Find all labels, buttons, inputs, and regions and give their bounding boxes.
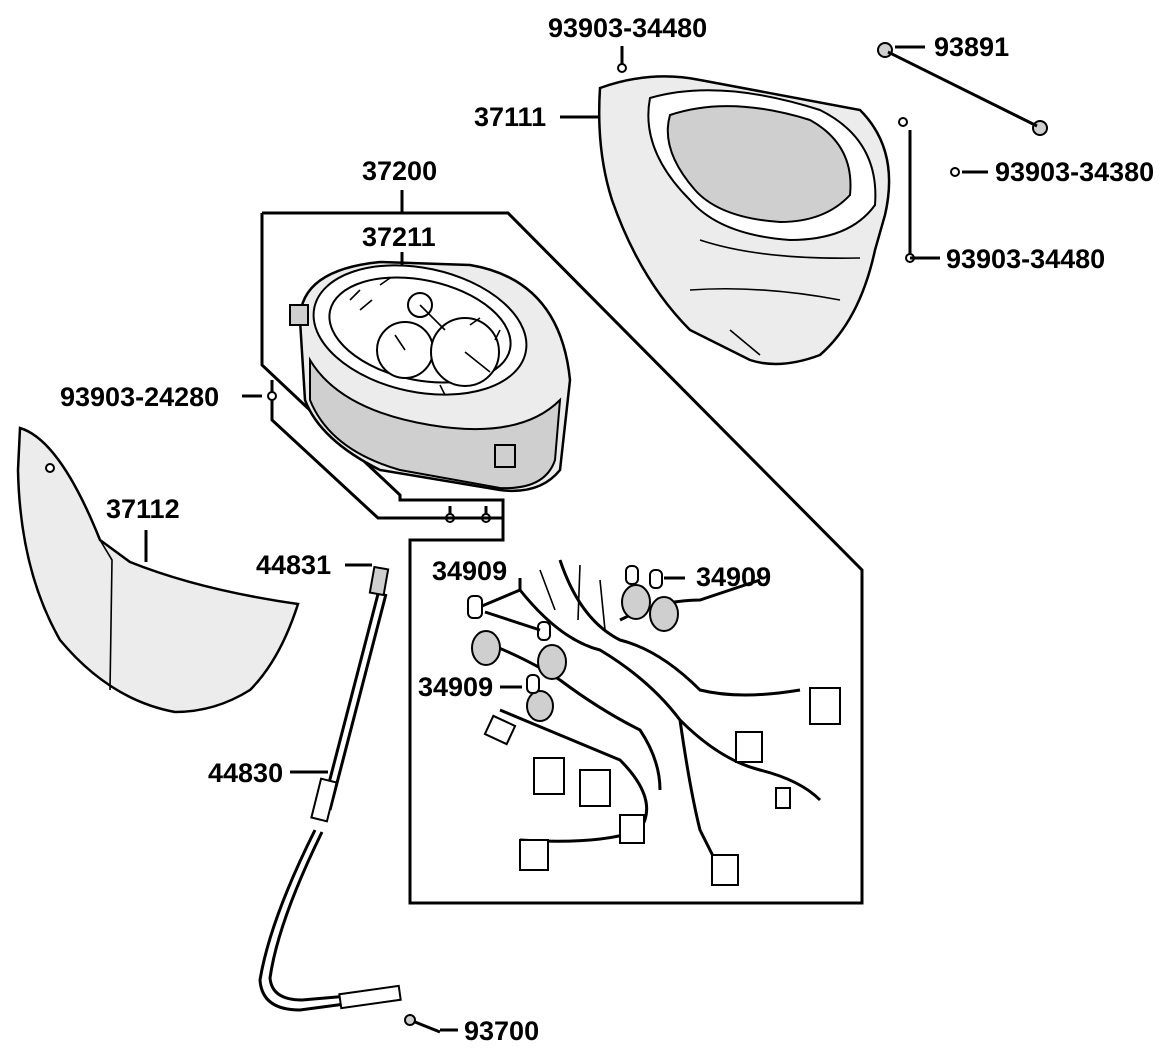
meter-assembly xyxy=(289,260,572,492)
assembly-outline xyxy=(260,211,864,905)
wire-harness xyxy=(467,559,841,886)
label-37200: 37200 xyxy=(362,156,437,186)
label-44831: 44831 xyxy=(256,550,331,580)
screw-icon xyxy=(617,42,1048,263)
bulb-socket-icon xyxy=(471,584,679,722)
label-93700: 93700 xyxy=(464,1016,539,1046)
speedometer-cable xyxy=(258,565,402,1012)
label-34909-a: 34909 xyxy=(432,556,507,586)
label-37111: 37111 xyxy=(474,102,546,132)
leader-screws-bottom xyxy=(270,404,503,520)
bulb-icon xyxy=(467,565,663,694)
label-93891: 93891 xyxy=(934,32,1009,62)
label-37112: 37112 xyxy=(106,494,180,524)
label-93903-34480-right: 93903-34480 xyxy=(946,244,1105,274)
label-44830: 44830 xyxy=(208,758,283,788)
screw-icon xyxy=(404,1014,441,1034)
label-93903-34480-top: 93903-34480 xyxy=(548,13,707,43)
label-34909-b: 34909 xyxy=(696,562,771,592)
meter-cover xyxy=(597,75,891,366)
label-37211: 37211 xyxy=(362,222,436,252)
label-93903-24280: 93903-24280 xyxy=(60,382,219,412)
label-34909-c: 34909 xyxy=(418,672,493,702)
leader-34909-a xyxy=(481,578,522,608)
lens xyxy=(16,426,300,714)
label-93903-34380: 93903-34380 xyxy=(995,157,1154,187)
leader-34909-a2 xyxy=(484,610,541,632)
